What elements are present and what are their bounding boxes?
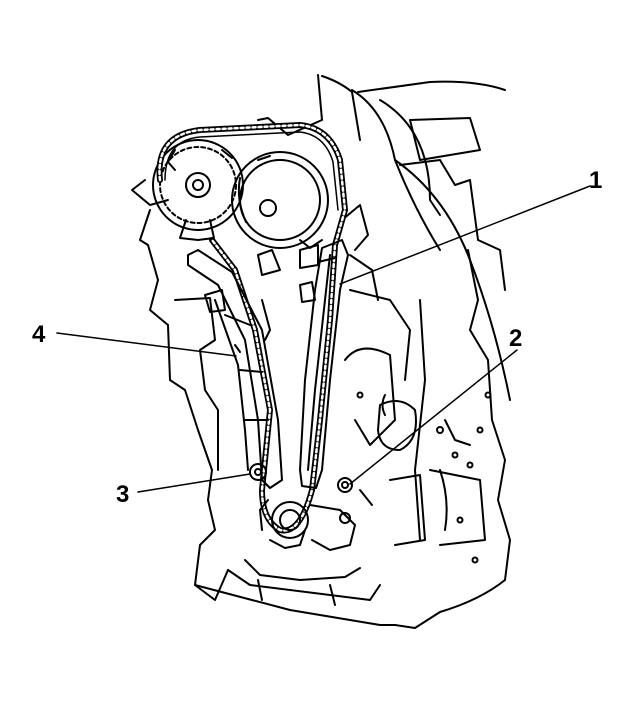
callout-3: 3 — [116, 481, 129, 508]
callout-2: 2 — [509, 325, 522, 352]
callout-2-leader — [349, 349, 518, 485]
tensioner-bolt — [249, 463, 267, 481]
guide-bolt — [337, 477, 353, 493]
callout-1-leader — [339, 185, 591, 285]
crankshaft-sprocket — [259, 499, 356, 551]
callout-4: 4 — [32, 321, 46, 348]
chain-tensioner-arm — [187, 249, 283, 489]
camshaft-sprocket-left — [152, 139, 244, 241]
callout-labels: 1 2 3 4 — [32, 167, 602, 508]
timing-chain — [156, 122, 348, 534]
chain-guide — [299, 239, 349, 489]
callout-1: 1 — [589, 167, 602, 194]
callout-3-leader — [137, 473, 251, 493]
callout-leaders — [56, 185, 591, 493]
callout-4-leader — [56, 332, 237, 357]
engine-block — [131, 74, 511, 629]
camshaft-sprocket-right — [231, 151, 329, 249]
